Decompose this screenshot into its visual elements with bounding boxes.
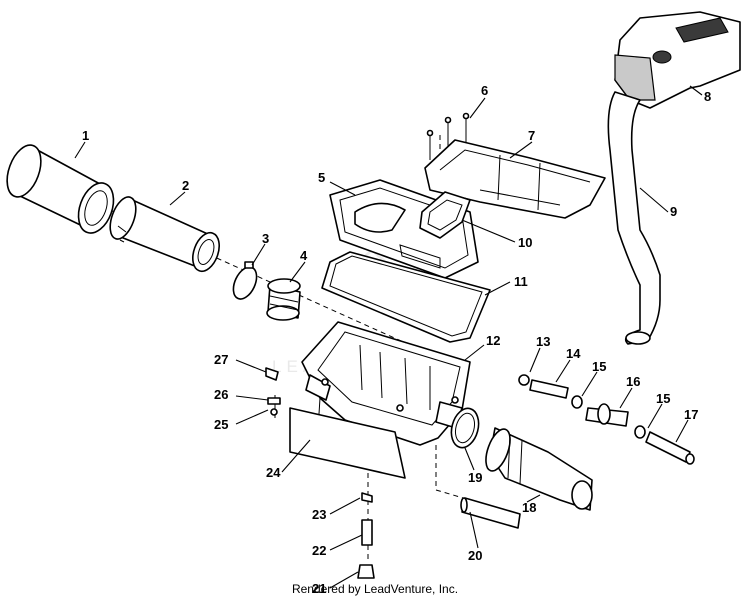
part-19-o-ring bbox=[450, 407, 480, 449]
callout-21: 21 bbox=[312, 581, 326, 596]
part-3-clamp bbox=[232, 261, 258, 300]
leader-lines bbox=[74, 85, 703, 589]
callout-20: 20 bbox=[468, 548, 482, 563]
callout-13: 13 bbox=[536, 334, 550, 349]
callout-12: 12 bbox=[486, 333, 500, 348]
part-1-filter-sleeve bbox=[6, 144, 115, 234]
callout-22: 22 bbox=[312, 543, 326, 558]
part-13-17-breather-line bbox=[518, 374, 695, 465]
part-18-intake-boot bbox=[485, 427, 593, 511]
render-credit: Rendered by LeadVenture, Inc. bbox=[291, 582, 459, 596]
callout-1: 1 bbox=[82, 128, 89, 143]
callout-10: 10 bbox=[518, 235, 532, 250]
callout-15a: 15 bbox=[592, 359, 606, 374]
part-20-tube bbox=[460, 497, 521, 529]
callout-18: 18 bbox=[522, 500, 536, 515]
callout-2: 2 bbox=[182, 178, 189, 193]
part-6-screws bbox=[426, 112, 470, 160]
part-10-seal bbox=[419, 191, 471, 239]
part-11-gasket bbox=[321, 251, 491, 343]
callout-25: 25 bbox=[214, 417, 228, 432]
callout-17: 17 bbox=[684, 407, 698, 422]
callout-11: 11 bbox=[514, 274, 528, 289]
callout-27: 27 bbox=[214, 352, 228, 367]
callout-9: 9 bbox=[670, 204, 677, 219]
callout-7: 7 bbox=[528, 128, 535, 143]
callout-4: 4 bbox=[300, 248, 308, 263]
part-8-9-snorkel bbox=[607, 11, 741, 345]
callout-3: 3 bbox=[262, 231, 269, 246]
callout-23: 23 bbox=[312, 507, 326, 522]
callout-26: 26 bbox=[214, 387, 228, 402]
callout-5: 5 bbox=[318, 170, 325, 185]
callout-labels: 1 2 3 4 5 6 7 8 9 10 11 12 13 14 15 15 1… bbox=[82, 83, 711, 596]
part-21-27-hardware bbox=[265, 367, 375, 579]
callout-24: 24 bbox=[266, 465, 281, 480]
callout-14: 14 bbox=[566, 346, 581, 361]
part-4-boot bbox=[266, 278, 301, 321]
callout-8: 8 bbox=[704, 89, 711, 104]
callout-16: 16 bbox=[626, 374, 640, 389]
part-24-panel bbox=[289, 407, 406, 479]
callout-6: 6 bbox=[481, 83, 488, 98]
part-2-air-filter bbox=[109, 196, 220, 273]
callout-15b: 15 bbox=[656, 391, 670, 406]
callout-19: 19 bbox=[468, 470, 482, 485]
